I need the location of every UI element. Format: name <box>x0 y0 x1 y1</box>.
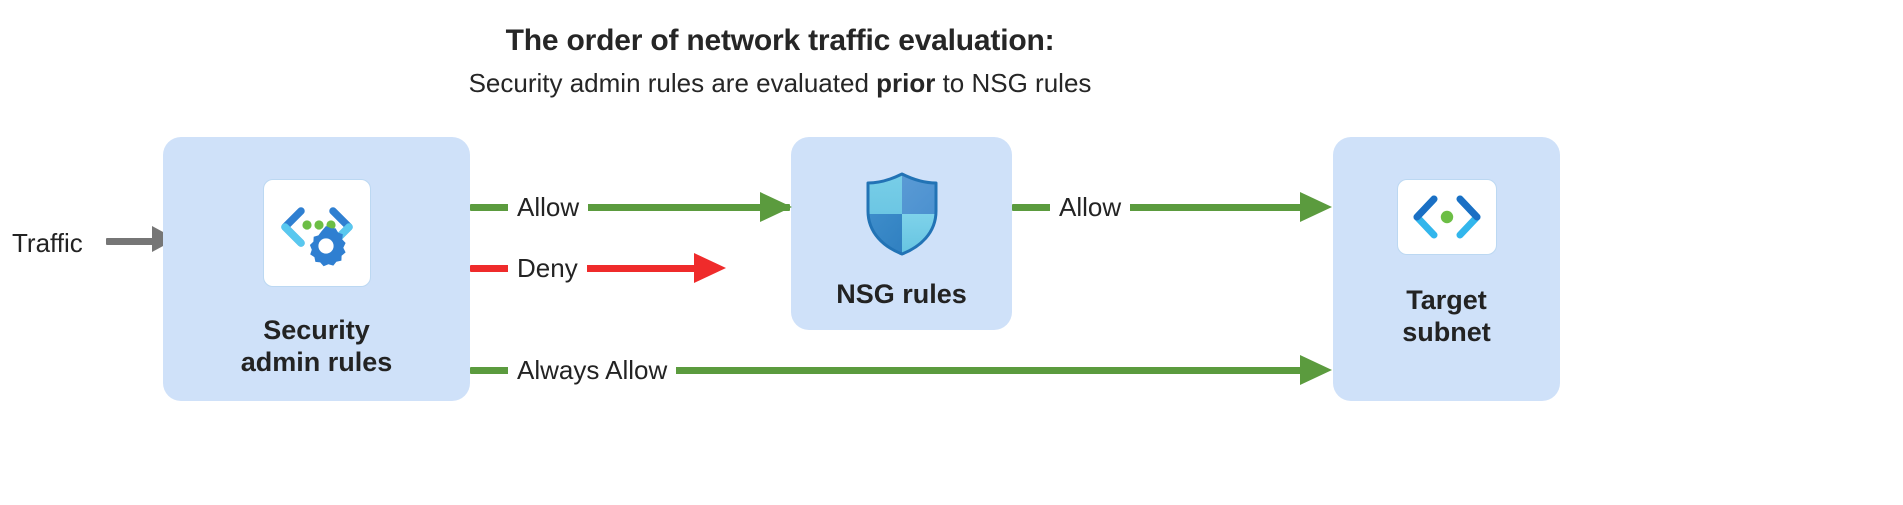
connector-label-always-allow: Always Allow <box>508 357 677 383</box>
connector-always-allow-arrowhead <box>1300 355 1332 385</box>
traffic-label: Traffic <box>12 228 83 258</box>
node-target-subnet[interactable]: Target subnet <box>1333 137 1560 401</box>
connector-label-allow-to-nsg: Allow <box>508 194 589 220</box>
diagram-subtitle: Security admin rules are evaluated prior… <box>0 68 1560 99</box>
connector-allow-to-target-arrowhead <box>1300 192 1332 222</box>
node-label-nsg-rules: NSG rules <box>836 279 967 309</box>
connector-allow-to-nsg-line <box>470 204 790 211</box>
node-label-target-subnet: Target subnet <box>1402 285 1491 347</box>
connector-allow-to-target-line <box>1012 204 1302 211</box>
code-brackets-dot-icon <box>1396 179 1497 255</box>
connector-label-allow-to-target: Allow <box>1050 194 1131 220</box>
connector-always-allow-line <box>470 367 1302 374</box>
connector-label-deny: Deny <box>508 255 587 281</box>
connector-deny-arrowhead <box>694 253 726 283</box>
shield-icon <box>862 171 942 257</box>
node-security-admin-rules[interactable]: Security admin rules <box>163 137 470 401</box>
code-brackets-gear-icon <box>262 179 371 287</box>
diagram-title: The order of network traffic evaluation: <box>505 24 1055 57</box>
connector-deny-line <box>470 265 706 272</box>
subtitle-emphasis: prior <box>876 68 936 98</box>
subtitle-text-after: to NSG rules <box>935 68 1092 98</box>
connector-allow-to-nsg-arrowhead <box>760 192 792 222</box>
subtitle-text-before: Security admin rules are evaluated <box>468 68 877 98</box>
node-nsg-rules[interactable]: NSG rules <box>791 137 1012 330</box>
traffic-arrow-line <box>106 238 154 245</box>
node-label-security-admin-rules: Security admin rules <box>240 315 393 377</box>
